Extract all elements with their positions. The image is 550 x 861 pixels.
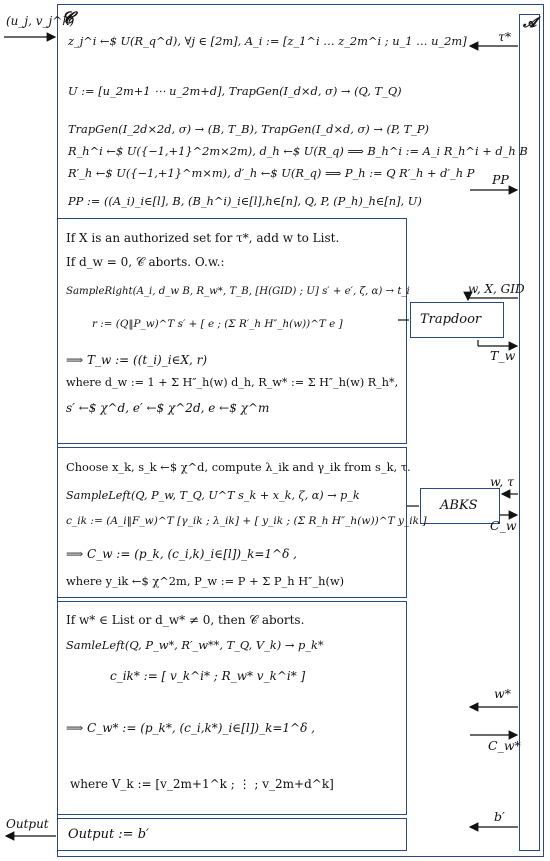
trapdoor-out-label: T_w [490, 348, 516, 363]
setup-line-4: R_h^i ←$ U({−1,+1}^2m×2m), d_h ←$ U(R_q)… [68, 144, 528, 158]
trapdoor-where-2: s′ ←$ χ^d, e′ ←$ χ^2d, e ←$ χ^m [66, 401, 270, 415]
trapdoor-panel [57, 218, 407, 444]
challenge-panel [57, 601, 407, 815]
output-panel [57, 818, 407, 851]
trapdoor-where-1: where d_w := 1 + Σ H″_h(w) d_h, R_w* := … [66, 376, 399, 389]
c-w-star-label: C_w* [488, 738, 521, 753]
b-prime-label: b′ [494, 809, 505, 824]
abks-cw: ⟹ C_w := (p_k, (c_i,k)_i∈[l])_k=1^δ , [66, 547, 297, 561]
tau-star-label: τ* [498, 29, 512, 44]
abks-where: where y_ik ←$ χ^2m, P_w := P + Σ P_h H″_… [66, 574, 345, 588]
left-input-label: (u_j, v_j^k) [6, 14, 75, 28]
challenger-label: 𝓒 [62, 8, 74, 27]
trapdoor-cond-2: If d_w = 0, 𝒞 aborts. O.w.: [66, 255, 225, 269]
challenge-cw-star: ⟹ C_w* := (p_k*, (c_i,k*)_i∈[l])_k=1^δ , [66, 721, 315, 735]
adversary-label: 𝓐 [523, 15, 537, 31]
challenge-c-ik-star: c_ik* := [ v_k^i* ; R_w* v_k^i* ] [110, 669, 306, 683]
setup-line-6: PP := ((A_i)_i∈[l], B, (B_h^i)_i∈[l],h∈[… [68, 194, 422, 208]
trapdoor-tw: ⟹ T_w := ((t_i)_i∈X, r) [66, 353, 208, 367]
adversary-frame [519, 14, 540, 851]
abks-in-label: w, τ [490, 474, 515, 489]
left-output-label: Output [6, 817, 49, 831]
abks-sample-left: SampleLeft(Q, P_w, T_Q, U^T s_k + x_k, ζ… [66, 489, 360, 502]
challenge-cond: If w* ∈ List or d_w* ≠ 0, then 𝒞 aborts. [66, 613, 305, 627]
setup-line-2: U := [u_2m+1 ⋯ u_2m+d], TrapGen(I_d×d, σ… [68, 84, 402, 98]
setup-line-5: R′_h ←$ U({−1,+1}^m×m), d′_h ←$ U(R_q) ⟹… [68, 166, 475, 180]
output-text: Output := b′ [68, 827, 149, 842]
trapdoor-sample-right: SampleRight(A_i, d_w B, R_w*, T_B, [H(GI… [66, 286, 410, 297]
trapdoor-cond-1: If X is an authorized set for τ*, add w … [66, 231, 340, 245]
abks-box-label: ABKS [440, 498, 478, 513]
challenge-samle-left: SamleLeft(Q, P_w*, R′_w**, T_Q, V_k) → p… [66, 638, 324, 652]
abks-box [420, 488, 500, 524]
abks-out-label: C_w [490, 518, 517, 533]
abks-panel [57, 447, 407, 598]
abks-c-ik: c_ik := (A_i‖F_w)^T [γ_ik ; λ_ik] + [ y_… [66, 515, 427, 527]
setup-line-3: TrapGen(I_2d×2d, σ) → (B, T_B), TrapGen(… [68, 122, 429, 136]
trapdoor-r-def: r := (Q‖P_w)^T s′ + [ e ; (Σ R′_h H″_h(w… [92, 318, 343, 330]
trapdoor-in-label: w, X, GID [468, 282, 525, 296]
w-star-label: w* [494, 686, 511, 701]
pp-label: PP [492, 172, 509, 187]
setup-line-1: z_j^i ←$ U(R_q^d), ∀j ∈ [2m], A_i := [z_… [68, 34, 467, 48]
trapdoor-box [410, 302, 504, 338]
challenge-where: where V_k := [v_2m+1^k ; ⋮ ; v_2m+d^k] [70, 777, 334, 791]
abks-choose: Choose x_k, s_k ←$ χ^d, compute λ_ik and… [66, 460, 411, 474]
trapdoor-box-label: Trapdoor [420, 312, 482, 327]
